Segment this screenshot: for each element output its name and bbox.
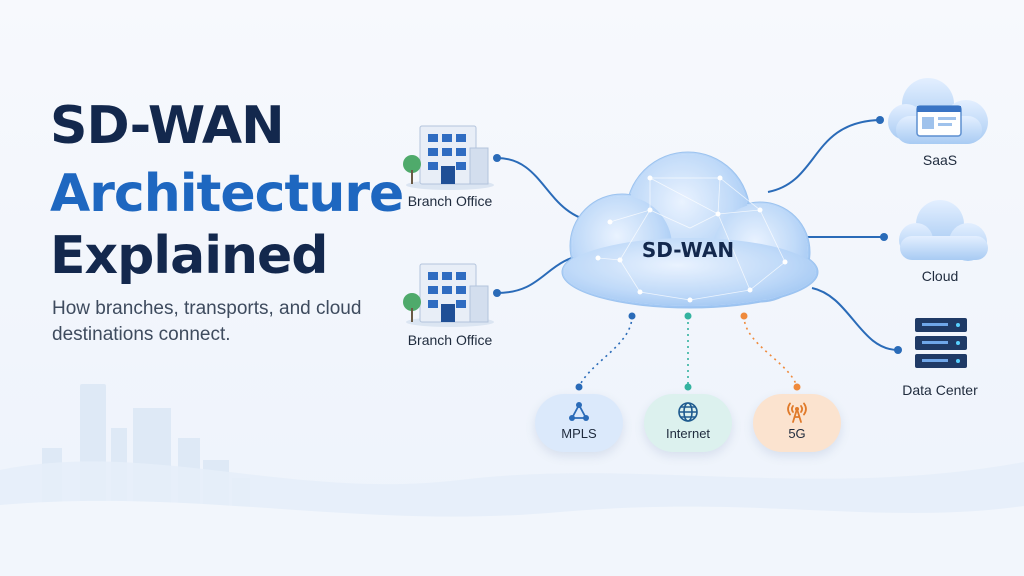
branch-office-label: Branch Office — [407, 193, 493, 209]
transport-internet: Internet — [644, 394, 732, 452]
connector-hub-saas — [767, 119, 881, 193]
globe-icon — [678, 402, 698, 422]
saas-label: SaaS — [922, 152, 958, 168]
connector-hub-datacenter — [811, 287, 899, 351]
connector-dot — [493, 154, 501, 162]
saas-cloud-icon — [888, 78, 988, 144]
cloud-icon — [899, 200, 988, 261]
cloud-label: Cloud — [921, 268, 959, 284]
title-line-3: Explained — [50, 226, 329, 286]
branch-office-label: Branch Office — [407, 332, 493, 348]
connector-dot — [880, 233, 888, 241]
building-icon — [403, 125, 494, 190]
connector-dot — [894, 346, 902, 354]
server-rack-icon — [915, 318, 967, 368]
subtitle: How branches, transports, and cloud dest… — [52, 298, 362, 345]
building-icon — [403, 263, 494, 327]
transport-label: Internet — [665, 426, 711, 441]
connector-dot — [684, 383, 692, 391]
connector-dot — [493, 289, 501, 297]
connector-dot — [575, 383, 583, 391]
connector-dot — [684, 312, 692, 320]
data-center-label: Data Center — [902, 382, 978, 398]
transport-label: 5G — [788, 426, 806, 441]
title-line-2: Architecture — [50, 164, 404, 224]
transport-label: MPLS — [561, 426, 597, 441]
connector-dot — [793, 383, 801, 391]
network-nodes-icon — [569, 402, 589, 421]
transport-5g: 5G — [753, 394, 841, 452]
hub-label: SD-WAN — [641, 238, 735, 262]
connector-dot — [628, 312, 636, 320]
connector-dot — [876, 116, 884, 124]
title-line-1: SD-WAN — [50, 96, 285, 156]
antenna-icon — [787, 402, 807, 423]
transport-mpls: MPLS — [535, 394, 623, 452]
connector-dot — [740, 312, 748, 320]
